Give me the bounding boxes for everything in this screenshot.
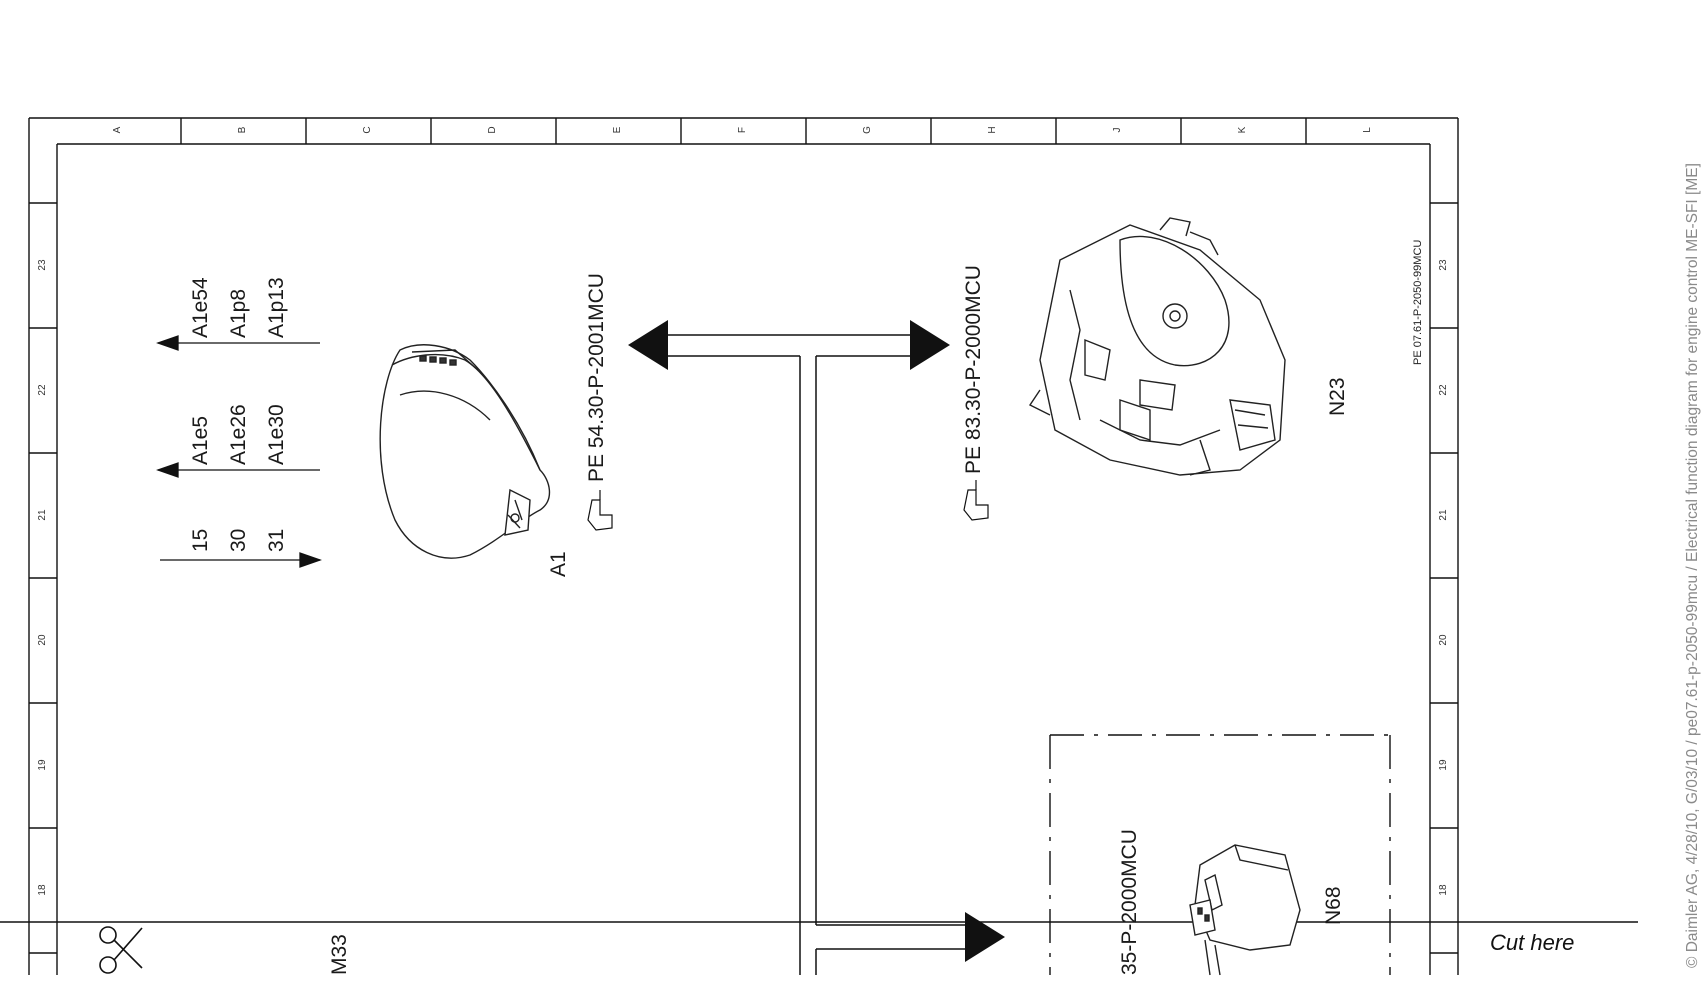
terminal-label-30: 30	[227, 528, 250, 552]
column-header-l: L	[1362, 127, 1373, 133]
arrow-left-group1	[156, 335, 179, 351]
terminal-label-a1e5: A1e5	[189, 415, 212, 465]
arrow-right-group3	[299, 552, 322, 568]
bus-arrow-left	[628, 320, 668, 370]
document-reference: PE 07.61-P-2050-99MCU	[1412, 239, 1424, 365]
column-header-h: H	[987, 126, 998, 134]
terminal-label-31: 31	[265, 528, 288, 552]
n68-dashed-box	[1049, 734, 1391, 975]
control-module-illustration	[1189, 844, 1301, 976]
column-header-e: E	[612, 126, 623, 134]
arrow-left-group2	[156, 462, 179, 478]
column-header-k: K	[1237, 126, 1248, 134]
terminal-label-a1e54: A1e54	[189, 277, 212, 338]
row-header-18-right: 18	[1438, 884, 1449, 896]
bus-arrow-bottom	[965, 912, 1005, 962]
terminal-label-a1p13: A1p13	[265, 277, 288, 338]
row-header-22-right: 22	[1438, 384, 1449, 396]
copyright-notice: © Daimler AG, 4/28/10, G/03/10 / pe07.61…	[1684, 163, 1701, 968]
row-header-18-left: 18	[37, 884, 48, 896]
climate-control-unit-illustration	[1028, 217, 1286, 476]
column-header-b: B	[237, 126, 248, 134]
column-header-d: D	[487, 126, 498, 134]
instrument-cluster-illustration	[379, 344, 551, 559]
column-header-f: F	[737, 126, 748, 134]
row-header-19-left: 19	[37, 759, 48, 771]
pointing-hand-icon	[587, 490, 613, 531]
component-label-n68: N68	[1322, 886, 1345, 925]
row-header-19-right: 19	[1438, 759, 1449, 771]
scissors-icon	[99, 926, 143, 974]
row-header-22-left: 22	[37, 384, 48, 396]
pointing-hand-icon-2	[963, 480, 989, 521]
cut-here-label: Cut here	[1490, 930, 1575, 955]
terminal-label-a1e26: A1e26	[227, 404, 250, 465]
row-header-23-left: 23	[37, 259, 48, 271]
frame	[28, 117, 1459, 975]
component-label-a1: A1	[547, 551, 570, 577]
component-label-m33: M33	[328, 934, 351, 975]
terminal-label-a1e30: A1e30	[265, 404, 288, 465]
reference-link-pe5430[interactable]: PE 54.30-P-2001MCU	[585, 273, 608, 482]
reference-link-partial[interactable]: 35-P-2000MCU	[1118, 829, 1141, 975]
row-header-21-right: 21	[1438, 509, 1449, 521]
column-header-a: A	[112, 126, 123, 134]
row-header-21-left: 21	[37, 509, 48, 521]
terminal-label-15: 15	[189, 528, 212, 552]
bus-arrow-right	[910, 320, 950, 370]
row-header-20-left: 20	[37, 634, 48, 646]
component-label-n23: N23	[1326, 377, 1349, 416]
terminal-arrows	[156, 335, 322, 568]
column-header-c: C	[362, 126, 373, 134]
terminal-label-a1p8: A1p8	[227, 288, 250, 338]
column-header-g: G	[862, 126, 873, 134]
row-header-23-right: 23	[1438, 259, 1449, 271]
bus-arrowheads	[628, 320, 1005, 962]
column-header-j: J	[1112, 127, 1123, 133]
bus-lines	[664, 334, 965, 975]
reference-link-pe8330[interactable]: PE 83.30-P-2000MCU	[962, 265, 985, 474]
row-header-20-right: 20	[1438, 634, 1449, 646]
